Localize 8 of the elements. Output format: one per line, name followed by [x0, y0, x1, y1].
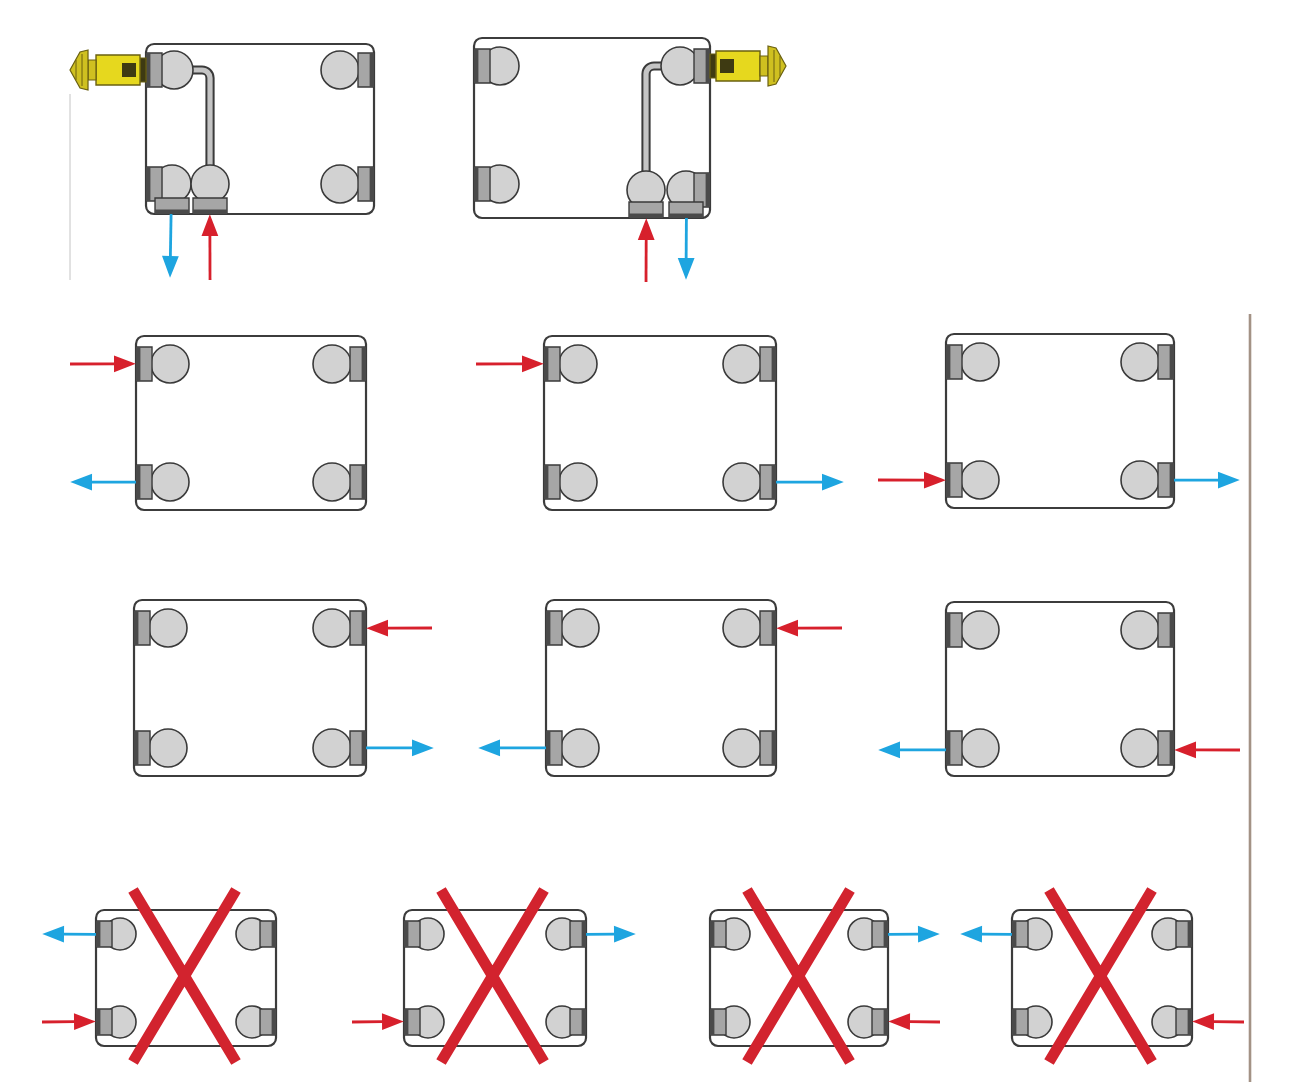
radiator — [542, 334, 778, 512]
radiator — [944, 332, 1176, 510]
radiator — [132, 598, 368, 778]
radiator — [472, 36, 712, 220]
radiator — [134, 334, 368, 512]
radiator — [144, 42, 376, 216]
radiator — [944, 600, 1176, 778]
radiator — [544, 598, 778, 778]
